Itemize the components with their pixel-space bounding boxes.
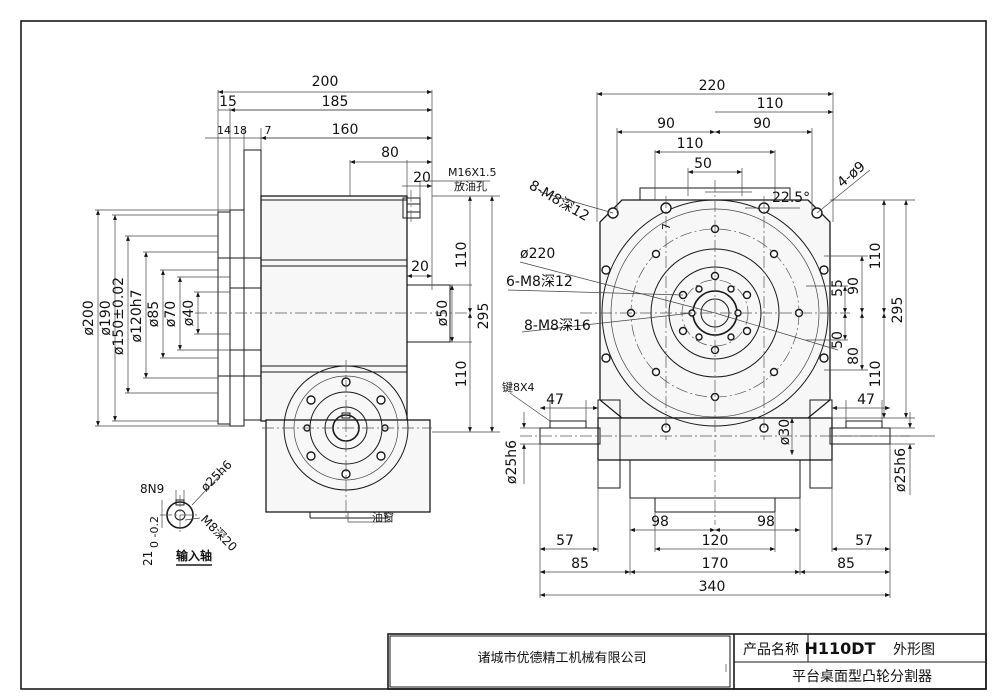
dim-120: 120	[702, 533, 729, 549]
tapped-hole	[601, 353, 611, 363]
key-label: 键8X4	[502, 380, 535, 394]
dim-angle: 22.5°	[772, 190, 810, 206]
dim-110-upper: 110	[454, 242, 470, 269]
dim-dia25-left: ø25h6	[504, 440, 520, 484]
label-8-m8-depth16: 8-M8深16	[524, 318, 591, 334]
dim-dia70: ø70	[163, 301, 179, 327]
dim-20-top: 20	[413, 170, 431, 186]
bolt-hole	[376, 395, 386, 405]
input-shaft-title: 输入轴	[176, 548, 212, 563]
drawing-border	[20, 20, 987, 690]
oil-window-label: 油窗	[372, 510, 394, 524]
flange-step-3	[243, 149, 262, 421]
dim-110-top: 110	[757, 96, 784, 112]
dim-55: 55	[830, 279, 846, 297]
dim-50-v: 50	[830, 331, 846, 349]
label-6-m8-depth12: 6-M8深12	[506, 274, 573, 290]
key-8n9-label: 8N9	[140, 482, 164, 496]
company-name: 诸城市优德精工机械有限公司	[477, 650, 646, 666]
dim-57-left: 57	[556, 533, 574, 549]
bolt-hole	[306, 451, 316, 461]
title-block: 诸城市优德精工机械有限公司 产品名称 H110DT 外形图 平台桌面型凸轮分割器	[387, 633, 987, 690]
tapped-hole	[819, 353, 829, 363]
key-depth-label: 21	[141, 551, 155, 566]
dim-90-right: 90	[753, 116, 771, 132]
dim-340: 340	[699, 579, 726, 595]
label-8-m8-depth12: 8-M8深12	[526, 178, 592, 225]
dim-dia40: ø40	[181, 300, 197, 326]
label-4-dia9: 4-ø9	[834, 159, 868, 191]
bolt-hole	[306, 395, 316, 405]
dim-90-left: 90	[657, 116, 675, 132]
dim-47-left: 47	[546, 392, 564, 408]
dim-dia30: ø30	[777, 419, 793, 445]
dim-170: 170	[702, 556, 729, 572]
bolt-hole	[376, 451, 386, 461]
dim-dia50: ø50	[435, 300, 451, 326]
product-description: 平台桌面型凸轮分割器	[792, 668, 932, 685]
dim-15: 15	[219, 94, 237, 110]
thread-label: M8深20	[198, 512, 240, 554]
model-number: H110DT	[805, 639, 876, 658]
dim-18: 18	[233, 124, 247, 137]
dim-47-right: 47	[857, 392, 875, 408]
dim-dia25-right: ø25h6	[893, 448, 909, 492]
dim-185: 185	[322, 94, 349, 110]
dim-220: 220	[699, 78, 726, 94]
dim-98-right: 98	[757, 514, 775, 530]
dim-110-inner: 110	[677, 136, 704, 152]
dim-200: 200	[312, 74, 339, 90]
dim-dia120: ø120h7	[129, 289, 145, 342]
dim-295-right: 295	[890, 297, 906, 324]
label-dia220: ø220	[520, 246, 555, 262]
dim-295: 295	[476, 303, 492, 330]
shaft-dia-label: ø25h6	[198, 458, 235, 495]
front-view: 220 110 90 90 110 50 7 22.5° 8-M8深12 ø22…	[502, 78, 935, 598]
key-tol-label: 0 -0.2	[148, 516, 161, 548]
input-shaft-detail: 8N9 ø25h6 M8深20 21 0 -0.2 输入轴	[140, 458, 240, 566]
tapped-hole	[601, 265, 611, 275]
dim-80: 80	[381, 145, 399, 161]
dim-57-right: 57	[855, 533, 873, 549]
dim-110-lower: 110	[454, 361, 470, 388]
dim-50-top: 50	[694, 156, 712, 172]
flange-step-2	[229, 209, 245, 427]
dim-90-right-v: 90	[846, 277, 862, 295]
dim-98-left: 98	[651, 514, 669, 530]
dim-14: 14	[217, 124, 231, 137]
dim-110-right-upper: 110	[868, 243, 884, 270]
dim-110-right-lower: 110	[868, 361, 884, 388]
tapped-hole	[819, 265, 829, 275]
dim-dia200: ø200	[81, 300, 97, 335]
dim-20-mid: 20	[411, 259, 429, 275]
oil-plug	[402, 197, 421, 219]
dim-dia190: ø190	[98, 300, 114, 335]
dim-80-v: 80	[846, 347, 862, 365]
oil-drain-label: 放油孔	[454, 179, 487, 193]
dim-85-left: 85	[571, 556, 589, 572]
dim-7: 7	[660, 223, 673, 230]
shaft-boss	[406, 284, 451, 343]
dim-dia85: ø85	[146, 301, 162, 327]
drawing-type: 外形图	[893, 642, 935, 658]
dim-7: 7	[265, 124, 272, 137]
dim-85-right: 85	[837, 556, 855, 572]
side-view: 200 15 185 14 18 7 160 80 20 M16X1.5 放油孔…	[81, 74, 500, 524]
side-housing	[260, 195, 408, 422]
flange-step-1	[217, 211, 231, 425]
dim-dia150: ø150±0.02	[111, 277, 127, 355]
dim-160: 160	[332, 122, 359, 138]
input-housing	[265, 419, 431, 513]
oil-plug-label: M16X1.5	[448, 166, 497, 179]
product-name-label: 产品名称	[743, 642, 799, 658]
